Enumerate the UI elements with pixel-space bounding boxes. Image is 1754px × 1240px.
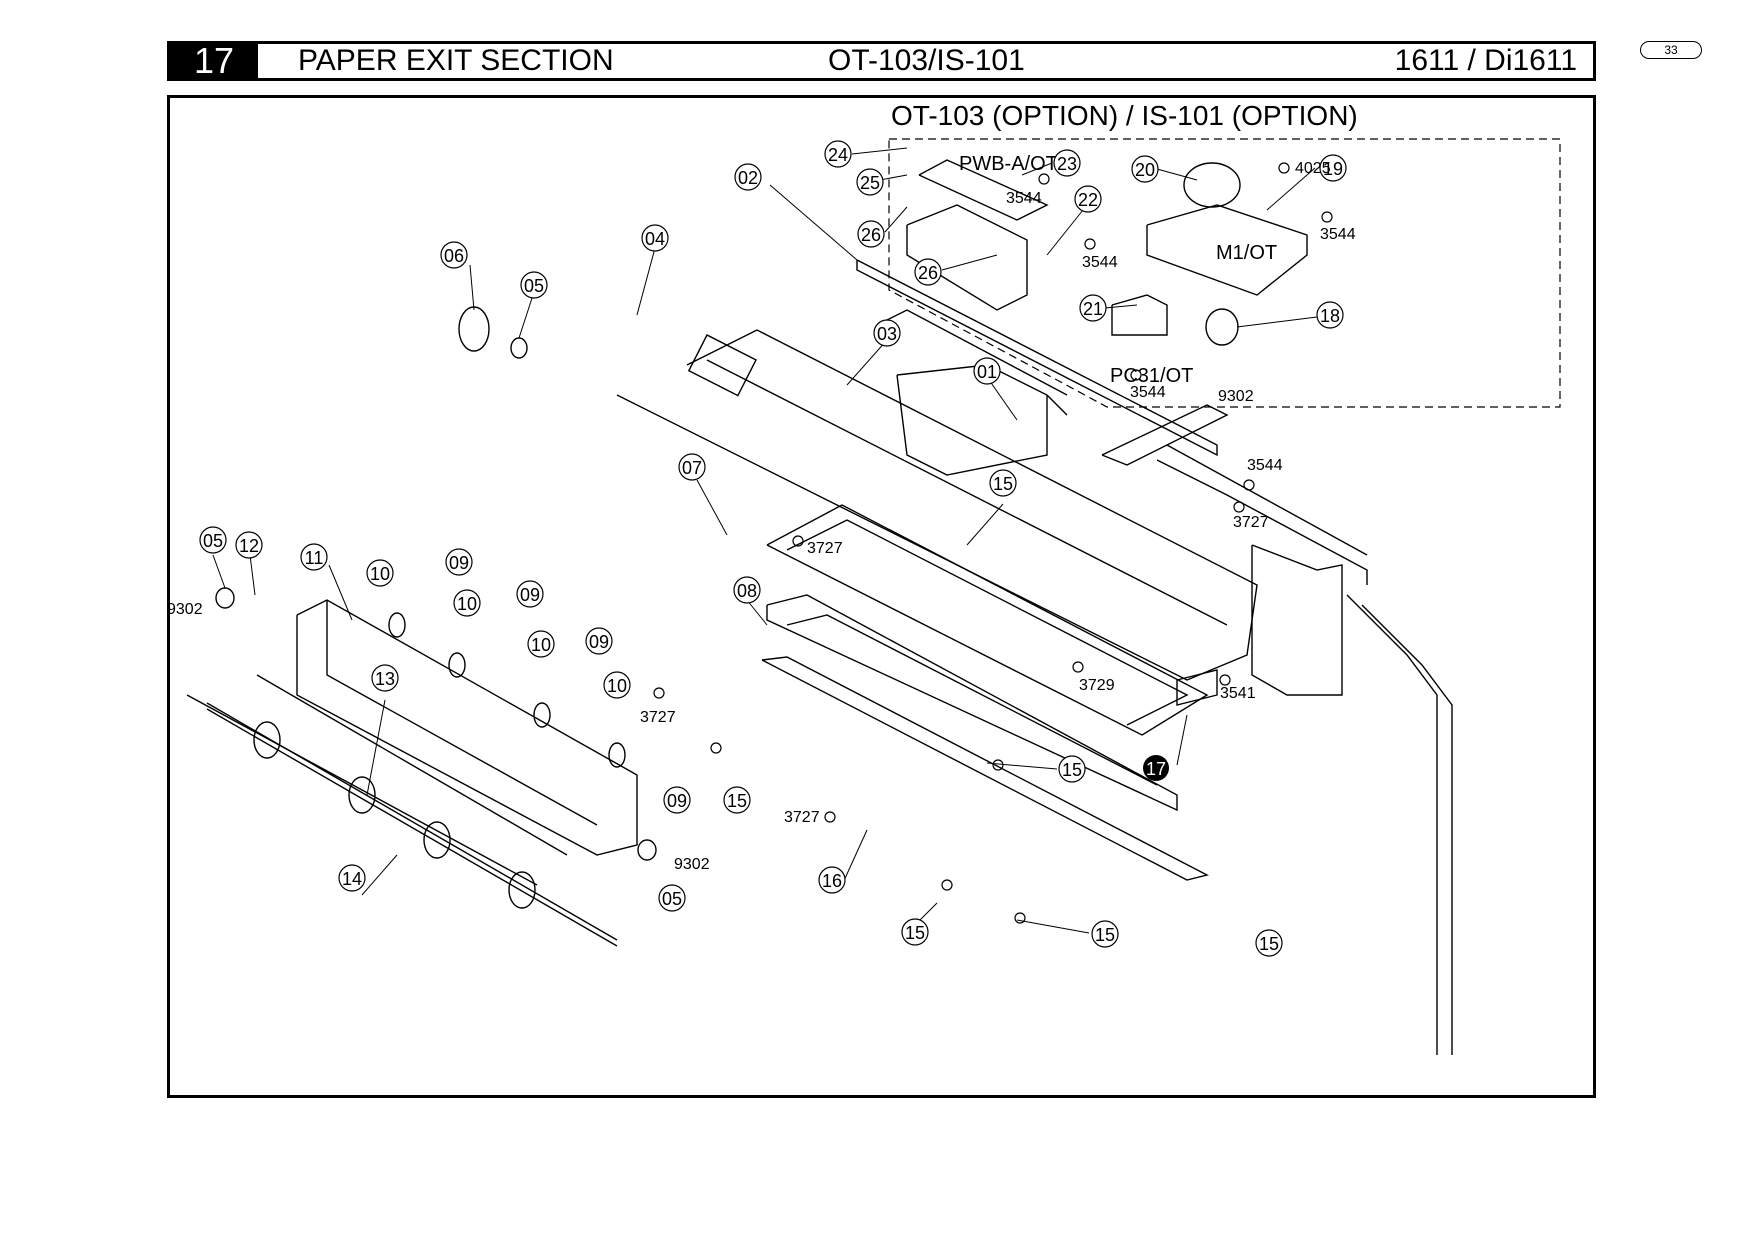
- callout-15-a: 15: [993, 474, 1013, 494]
- screw-code-9302-c: 9302: [674, 856, 710, 873]
- parts-linework: [186, 159, 1453, 1055]
- screw-code-9302-b: 9302: [167, 601, 203, 618]
- callout-09-b: 09: [520, 585, 540, 605]
- board-label-pwb-a-ot: PWB-A/OT: [959, 153, 1058, 175]
- callout-09-d: 09: [667, 791, 687, 811]
- screw-codes: 3544 3544 3544 3544 3544 3544 4025 9302 …: [167, 160, 1356, 873]
- callout-15-c: 15: [727, 791, 747, 811]
- screw-code-3729: 3729: [1079, 677, 1115, 694]
- screw-code-4025: 4025: [1295, 160, 1331, 177]
- option-title: OT-103 (OPTION) / IS-101 (OPTION): [891, 100, 1358, 131]
- callout-09-c: 09: [589, 632, 609, 652]
- callout-17: 17: [1146, 759, 1166, 779]
- section-title: PAPER EXIT SECTION: [298, 44, 614, 77]
- screw-code-3544-b: 3544: [1082, 254, 1118, 271]
- callout-circles: [199, 140, 1347, 948]
- callout-15-e: 15: [1095, 925, 1115, 945]
- screw-code-3727-d: 3727: [784, 809, 820, 826]
- callout-15-d: 15: [905, 923, 925, 943]
- board-label-pc31-ot: PC31/OT: [1110, 365, 1193, 387]
- callout-26-b: 26: [918, 263, 938, 283]
- screw-code-3727-a: 3727: [1233, 514, 1269, 531]
- callout-10-a: 10: [370, 564, 390, 584]
- screw-code-3544-c: 3544: [1320, 226, 1356, 243]
- machine-model: 1611 / Di1611: [1394, 44, 1577, 77]
- callout-12: 12: [239, 536, 259, 556]
- screw-code-3727-c: 3727: [640, 709, 676, 726]
- callout-05-b: 05: [203, 531, 223, 551]
- callout-20: 20: [1135, 160, 1155, 180]
- callout-05-a: 05: [524, 276, 544, 296]
- callout-11: 11: [305, 548, 324, 568]
- callout-01: 01: [977, 362, 997, 382]
- screw-symbols: [653, 162, 1333, 924]
- screw-code-3727-b: 3727: [807, 540, 843, 557]
- callout-07: 07: [682, 458, 702, 478]
- callout-05-c: 05: [662, 889, 682, 909]
- callout-18: 18: [1320, 306, 1340, 326]
- callout-25: 25: [860, 173, 880, 193]
- callout-10-b: 10: [457, 594, 477, 614]
- callout-21: 21: [1083, 299, 1103, 319]
- callout-08: 08: [737, 581, 757, 601]
- screw-code-3541: 3541: [1220, 685, 1256, 702]
- page-number: 33: [1640, 41, 1702, 59]
- callout-17-highlight: [1143, 755, 1169, 781]
- leader-lines: [212, 147, 1334, 934]
- board-label-m1-ot: M1/OT: [1216, 242, 1277, 264]
- callout-circle-15-f: [1255, 929, 1283, 957]
- screw-code-9302-a: 9302: [1218, 388, 1254, 405]
- callout-09-a: 09: [449, 553, 469, 573]
- callout-13: 13: [375, 669, 395, 689]
- section-number: 17: [170, 43, 258, 79]
- callout-26-a: 26: [861, 225, 881, 245]
- callout-23: 23: [1057, 154, 1077, 174]
- callout-19: 19: [1323, 159, 1343, 179]
- callout-numbers: 01 02 03 04 05 05 05 06 07 08 09 09 09 0…: [203, 145, 1343, 954]
- callout-16: 16: [822, 871, 842, 891]
- callout-24: 24: [828, 145, 848, 165]
- callout-10-c: 10: [531, 635, 551, 655]
- screw-code-3544-a: 3544: [1006, 190, 1042, 207]
- section-header: 17 PAPER EXIT SECTION OT-103/IS-101 1611…: [167, 41, 1596, 81]
- callout-04: 04: [645, 229, 665, 249]
- diagram-frame: [167, 95, 1596, 1098]
- callout-15-b: 15: [1062, 760, 1082, 780]
- callout-03: 03: [877, 324, 897, 344]
- callout-10-d: 10: [607, 676, 627, 696]
- callout-14: 14: [342, 869, 362, 889]
- callout-15-f: 15: [1259, 934, 1279, 954]
- callout-22: 22: [1078, 190, 1098, 210]
- model-code: OT-103/IS-101: [828, 44, 1025, 77]
- callout-06: 06: [444, 246, 464, 266]
- screw-code-3544-d: 3544: [1130, 384, 1166, 401]
- exploded-parts-diagram: OT-103 (OPTION) / IS-101 (OPTION): [167, 100, 1561, 1055]
- option-boundary: [888, 138, 1561, 408]
- callout-02: 02: [738, 168, 758, 188]
- screw-code-3544-e: 3544: [1247, 457, 1283, 474]
